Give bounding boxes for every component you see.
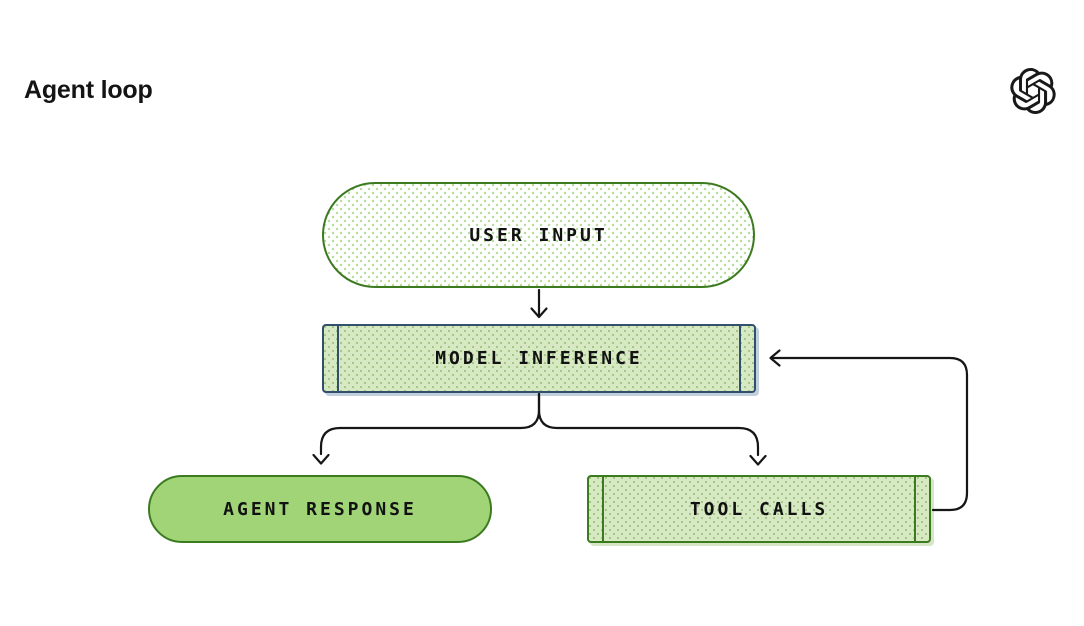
node-user-input-label: USER INPUT [469, 224, 608, 246]
node-user-input: USER INPUT [322, 182, 755, 288]
node-model-inference: MODEL INFERENCE [322, 324, 756, 393]
node-tool-calls: TOOL CALLS [587, 475, 931, 543]
openai-logo-icon [1010, 68, 1056, 114]
node-agent-response-label: AGENT RESPONSE [223, 498, 417, 520]
edge-user-input-to-model-inference [530, 288, 548, 319]
node-model-inference-label: MODEL INFERENCE [435, 348, 643, 369]
node-agent-response: AGENT RESPONSE [148, 475, 492, 543]
edge-model-inference-to-agent-response [312, 392, 541, 465]
node-tool-calls-label: TOOL CALLS [689, 498, 829, 520]
edge-model-inference-to-tool-calls [537, 392, 767, 466]
page-title: Agent loop [24, 76, 153, 104]
